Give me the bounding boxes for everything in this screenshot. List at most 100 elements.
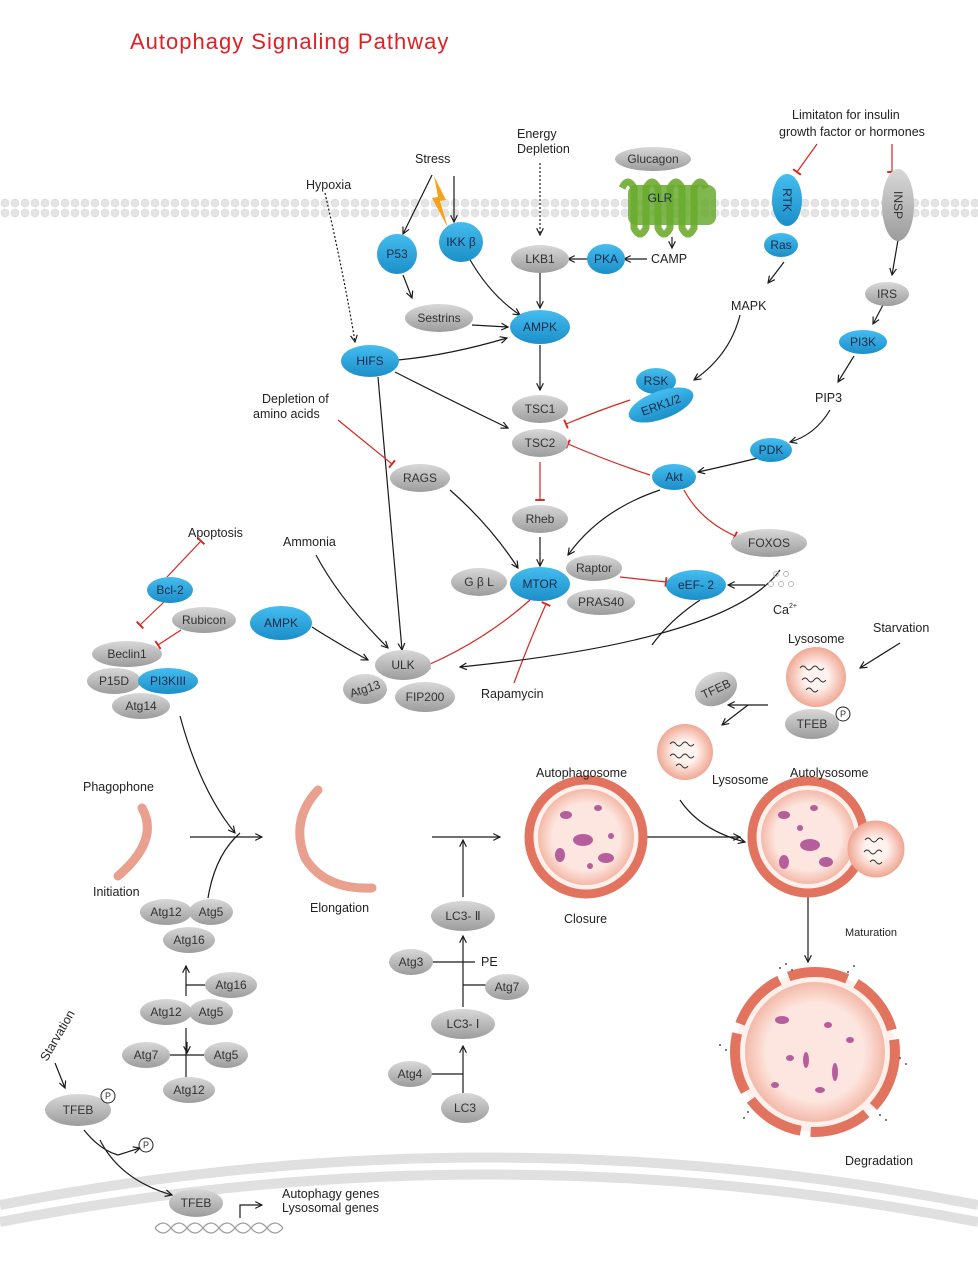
- node-atg13: Atg13: [343, 674, 387, 704]
- svg-text:Akt: Akt: [665, 470, 683, 484]
- svg-text:G β L: G β L: [464, 575, 494, 589]
- svg-text:HIFS: HIFS: [356, 354, 383, 368]
- label-amino-line2: amino acids: [253, 407, 320, 421]
- label-lysosome-top: Lysosome: [788, 632, 845, 646]
- svg-text:P15D: P15D: [99, 674, 129, 688]
- node-rubicon: Rubicon: [172, 607, 236, 633]
- svg-text:Atg3: Atg3: [399, 955, 424, 969]
- svg-text:Atg16: Atg16: [215, 978, 247, 992]
- svg-text:Atg5: Atg5: [199, 1005, 224, 1019]
- label-closure: Closure: [564, 912, 607, 926]
- node-lkb1: LKB1: [511, 245, 569, 273]
- label-energy-line1: Energy: [517, 127, 557, 141]
- degradation-vesicle: [719, 963, 907, 1137]
- node-atg4: Atg4: [388, 1061, 432, 1087]
- svg-text:Atg14: Atg14: [125, 699, 157, 713]
- svg-text:Atg12: Atg12: [150, 1005, 182, 1019]
- svg-text:RSK: RSK: [644, 374, 669, 388]
- svg-text:FIP200: FIP200: [406, 690, 445, 704]
- autophagosome-vesicle: [524, 775, 648, 899]
- label-camp: CAMP: [651, 252, 687, 266]
- label-lysosomal-genes: Lysosomal genes: [282, 1201, 379, 1215]
- label-phagophone: Phagophone: [83, 780, 154, 794]
- autolysosome-vesicle: [747, 776, 905, 898]
- svg-text:TSC1: TSC1: [525, 402, 556, 416]
- node-raptor: Raptor: [566, 555, 622, 581]
- node-rtk: RTK: [772, 174, 802, 226]
- svg-text:Rheb: Rheb: [526, 512, 555, 526]
- label-limitation-line1: Limitaton for insulin: [792, 108, 900, 122]
- node-atg3: Atg3: [389, 949, 433, 975]
- node-ampk-top: AMPK: [510, 310, 570, 344]
- node-atg16-mid: Atg16: [205, 972, 257, 998]
- svg-text:IRS: IRS: [877, 287, 897, 301]
- svg-text:Raptor: Raptor: [576, 561, 612, 575]
- cell-membrane: [0, 192, 978, 218]
- svg-text:Atg16: Atg16: [173, 933, 205, 947]
- node-lc3-2: LC3- Ⅱ: [431, 901, 495, 931]
- node-atg12-top: Atg12: [140, 899, 192, 925]
- node-pka: PKA: [587, 244, 625, 274]
- label-pip3: PIP3: [815, 391, 842, 405]
- label-starvation-bottom: Starvation: [37, 1008, 77, 1064]
- node-tfeb-phospho: TFEB: [785, 709, 839, 739]
- svg-text:PI3KIII: PI3KIII: [150, 674, 186, 688]
- nuclear-membrane: [0, 1152, 978, 1227]
- svg-text:TSC2: TSC2: [525, 436, 556, 450]
- node-fip200: FIP200: [395, 682, 455, 712]
- svg-text:Ras: Ras: [770, 238, 791, 252]
- label-lysosome-middle: Lysosome: [712, 773, 769, 787]
- node-p53: P53: [377, 234, 417, 274]
- svg-text:Glucagon: Glucagon: [627, 152, 678, 166]
- lysosome-top: [786, 647, 846, 707]
- lysosome-middle: [657, 724, 713, 780]
- node-tfeb-bottom-left: TFEB: [45, 1094, 111, 1126]
- svg-text:Beclin1: Beclin1: [107, 647, 147, 661]
- node-bcl2: Bcl-2: [147, 577, 193, 603]
- svg-text:INSP: INSP: [891, 191, 905, 219]
- svg-text:LC3- Ⅱ: LC3- Ⅱ: [445, 909, 480, 923]
- elongation-membrane: [295, 785, 377, 893]
- node-atg12-bot: Atg12: [163, 1077, 215, 1103]
- phospho-badge-top: P: [835, 706, 851, 722]
- node-atg12-mid: Atg12: [140, 999, 192, 1025]
- svg-text:LKB1: LKB1: [525, 252, 555, 266]
- svg-text:ULK: ULK: [391, 658, 414, 672]
- phospho-badge-free: P: [138, 1137, 154, 1153]
- stress-lightning-icon: [432, 176, 448, 228]
- node-pras40: PRAS40: [567, 589, 635, 615]
- svg-text:TFEB: TFEB: [797, 717, 828, 731]
- svg-text:LC3: LC3: [454, 1101, 476, 1115]
- label-autophagy-genes: Autophagy genes: [282, 1187, 379, 1201]
- label-ammonia: Ammonia: [283, 535, 336, 549]
- svg-text:PDK: PDK: [759, 443, 784, 457]
- node-ras: Ras: [764, 233, 798, 257]
- svg-text:RAGS: RAGS: [403, 471, 437, 485]
- node-glucagon: Glucagon: [615, 147, 691, 171]
- svg-text:RTK: RTK: [780, 188, 794, 212]
- svg-text:Atg12: Atg12: [150, 905, 182, 919]
- dna-helix: [154, 1222, 284, 1234]
- label-limitation-line2: growth factor or hormones: [779, 125, 925, 139]
- node-gbl: G β L: [451, 568, 507, 596]
- node-atg16-top: Atg16: [163, 927, 215, 953]
- node-tsc2: TSC2: [512, 429, 568, 457]
- node-akt: Akt: [652, 464, 696, 490]
- label-rapamycin: Rapamycin: [481, 687, 544, 701]
- svg-text:AMPK: AMPK: [264, 616, 298, 630]
- node-mtor: MTOR: [510, 567, 570, 601]
- label-initiation: Initiation: [93, 885, 140, 899]
- label-degradation: Degradation: [845, 1154, 913, 1168]
- node-rags: RAGS: [390, 464, 450, 492]
- glr-receptor: [618, 178, 716, 238]
- node-ulk: ULK: [375, 650, 431, 680]
- node-lc3-1: LC3- Ⅰ: [431, 1009, 495, 1039]
- label-hypoxia: Hypoxia: [306, 178, 351, 192]
- svg-text:FOXOS: FOXOS: [748, 536, 790, 550]
- svg-text:PRAS40: PRAS40: [578, 595, 624, 609]
- phagophore-membrane: [113, 803, 152, 881]
- node-pi3k: PI3K: [839, 330, 887, 354]
- svg-text:Atg5: Atg5: [214, 1048, 239, 1062]
- node-tfeb-nucleus: TFEB: [169, 1189, 223, 1217]
